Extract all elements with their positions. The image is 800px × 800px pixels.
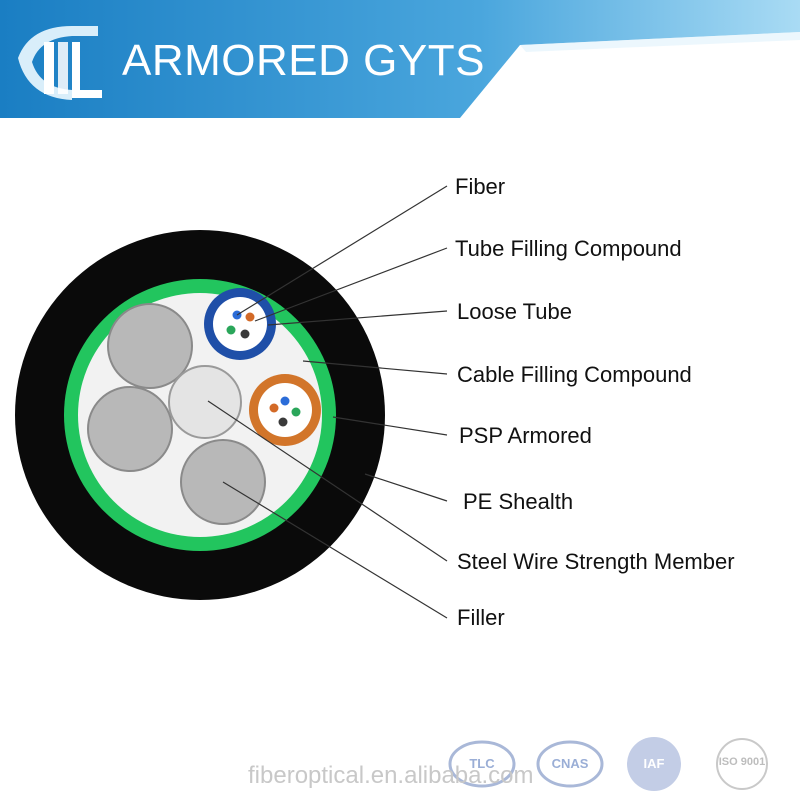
tlc-badge: TLC — [446, 736, 518, 792]
header-banner: ARMORED GYTS — [0, 0, 800, 118]
fiber-orange-3 — [291, 407, 301, 417]
company-logo — [18, 26, 102, 100]
leader-filler — [222, 481, 448, 619]
callout-psp-armored: PSP Armored — [459, 423, 592, 448]
tlc-badge-text: TLC — [469, 756, 495, 771]
header-title: ARMORED GYTS — [122, 36, 485, 85]
filler-left — [87, 386, 173, 472]
tube-filling-blue — [213, 297, 267, 351]
leader-lines — [207, 185, 448, 619]
leader-pe-sheath — [364, 473, 448, 502]
fiber-blue-2 — [245, 312, 255, 322]
leader-steel-wire — [207, 400, 448, 562]
leader-fiber — [236, 185, 448, 316]
iaf-badge: IAF — [618, 736, 690, 792]
banner-background — [0, 0, 800, 118]
callout-loose-tube: Loose Tube — [457, 299, 572, 324]
callout-steel-wire-strength-member: Steel Wire Strength Member — [457, 549, 735, 574]
tube-filling-orange — [258, 383, 312, 437]
footer-url: fiberoptical.en.alibaba.com — [248, 762, 534, 789]
callout-pe-sheath: PE Shealth — [463, 489, 574, 514]
callout-tube-filling-compound: Tube Filling Compound — [455, 236, 682, 261]
callout-filler: Filler — [457, 605, 505, 630]
leader-tube-filling — [254, 247, 448, 322]
filler-top-left — [107, 303, 193, 389]
leader-loose-tube — [267, 310, 448, 326]
callout-cable-filling-compound: Cable Filling Compound — [457, 362, 692, 387]
fiber-blue-3 — [226, 325, 236, 335]
iaf-badge-text: IAF — [643, 756, 665, 771]
fiber-orange-1 — [280, 396, 290, 406]
fiber-orange-2 — [269, 403, 279, 413]
leader-cable-filling — [302, 360, 448, 375]
iso-badge-text: ISO 9001 — [718, 756, 766, 768]
callout-fiber: Fiber — [455, 174, 506, 199]
cnas-badge-text: CNAS — [551, 756, 589, 771]
cable-cross-section-diagram — [15, 185, 448, 619]
fiber-blue-4 — [240, 329, 250, 339]
steel-wire-strength-member — [168, 365, 242, 439]
fiber-orange-4 — [278, 417, 288, 427]
cnas-badge: CNAS — [534, 736, 606, 792]
leader-psp — [332, 416, 448, 436]
iso-badge: ISO 9001 — [706, 736, 778, 792]
